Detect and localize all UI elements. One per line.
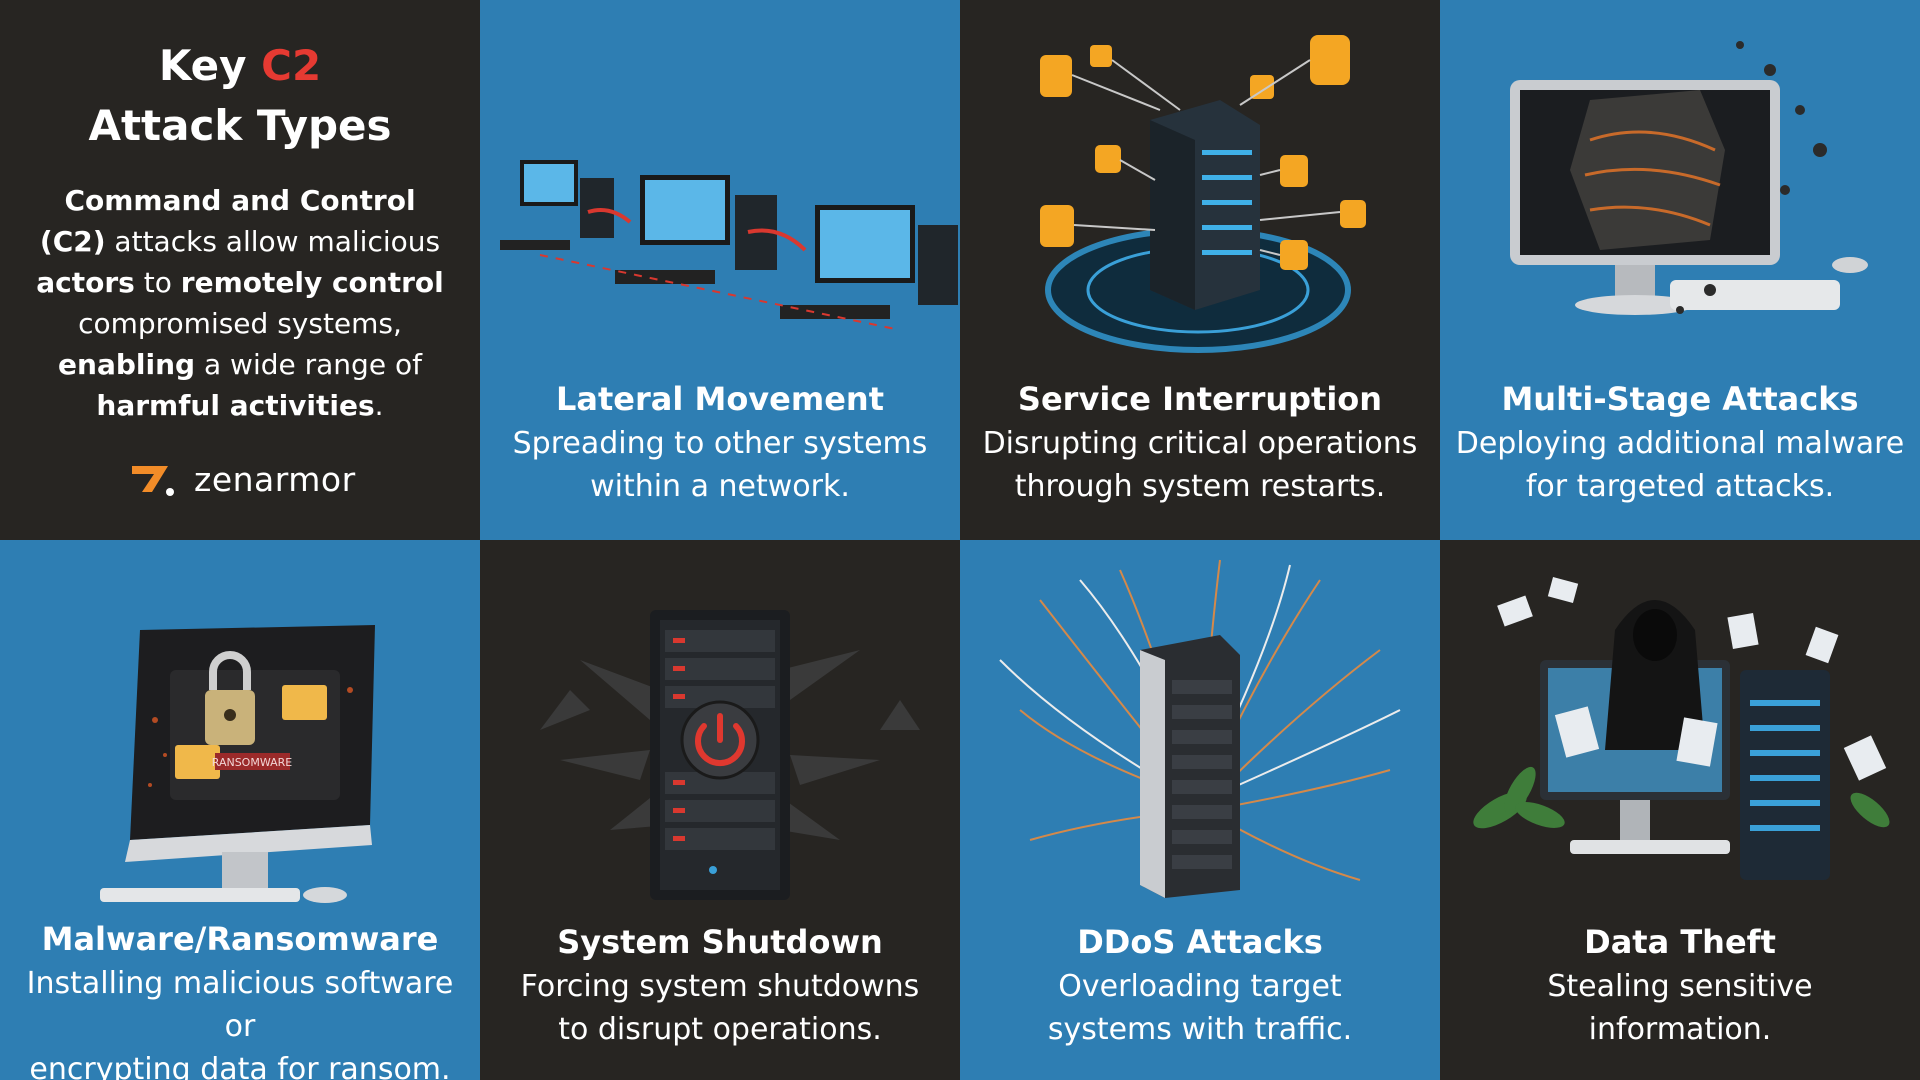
desc-line-1: Stealing sensitive <box>1547 969 1813 1004</box>
desc-line-2: systems with traffic. <box>1047 1012 1353 1047</box>
server-alerts-icon <box>1040 35 1366 353</box>
ransomware-badge: RANSOMWARE <box>212 756 293 769</box>
desc-line-2: encrypting data for ransom. <box>29 1052 451 1080</box>
intro-bold-3: remotely control <box>180 266 444 299</box>
networked-computers-icon <box>500 160 958 331</box>
title-prefix: Key <box>158 41 262 90</box>
intro-text-2: to <box>134 266 181 299</box>
intro-bold-1: Command and Control (C2) <box>39 184 416 258</box>
intro-bold-4: enabling <box>58 348 196 381</box>
intro-text-1: attacks allow malicious <box>105 225 441 258</box>
card-title: DDoS Attacks <box>1077 923 1323 961</box>
desc-line-1: Disrupting critical operations <box>982 426 1418 461</box>
intro-bold-5: harmful activities <box>96 389 375 422</box>
desc-line-2: through system restarts. <box>1014 469 1386 504</box>
card-title: Multi-Stage Attacks <box>1501 380 1859 418</box>
card-description: Forcing system shutdowns to disrupt oper… <box>490 965 950 1051</box>
card-description: Disrupting critical operations through s… <box>970 422 1430 508</box>
card-data-theft: Data Theft Stealing sensitive informatio… <box>1440 540 1920 1080</box>
card-description: Deploying additional malware for targete… <box>1450 422 1910 508</box>
card-title: System Shutdown <box>557 923 883 961</box>
card-title: Malware/Ransomware <box>41 920 439 958</box>
card-title: Data Theft <box>1584 923 1776 961</box>
intro-panel: Key C2 Attack Types Command and Control … <box>0 0 480 540</box>
card-malware-ransomware: RANSOMWARE Malware/Ransomware Installing… <box>0 540 480 1080</box>
page-title: Key C2 Attack Types <box>0 36 480 156</box>
desc-line-1: Installing malicious software or <box>26 966 454 1044</box>
logo-text: zenarmor <box>194 460 356 499</box>
desc-line-1: Forcing system shutdowns <box>520 969 920 1004</box>
server-power-icon <box>540 610 920 900</box>
ransomware-monitor-icon: RANSOMWARE <box>100 625 375 903</box>
card-title: Lateral Movement <box>556 380 884 418</box>
title-line2: Attack Types <box>88 101 392 150</box>
card-description: Installing malicious software or encrypt… <box>10 962 470 1080</box>
desc-line-2: within a network. <box>590 469 850 504</box>
desc-line-1: Deploying additional malware <box>1455 426 1905 461</box>
intro-text-4: a wide range of <box>195 348 422 381</box>
card-ddos-attacks: DDoS Attacks Overloading target systems … <box>960 540 1440 1080</box>
card-description: Overloading target systems with traffic. <box>970 965 1430 1051</box>
card-description: Spreading to other systems within a netw… <box>490 422 950 508</box>
card-title: Service Interruption <box>1017 380 1383 418</box>
card-description: Stealing sensitive information. <box>1450 965 1910 1051</box>
zenarmor-logo: zenarmor <box>130 458 370 502</box>
exploding-monitor-icon <box>1510 41 1868 315</box>
desc-line-1: Overloading target <box>1058 969 1342 1004</box>
desc-line-2: for targeted attacks. <box>1525 469 1835 504</box>
card-system-shutdown: System Shutdown Forcing system shutdowns… <box>480 540 960 1080</box>
desc-line-2: information. <box>1588 1012 1772 1047</box>
zenarmor-logo-mark-icon <box>132 466 174 496</box>
desc-line-2: to disrupt operations. <box>558 1012 882 1047</box>
title-accent: C2 <box>261 41 322 90</box>
card-service-interruption: Service Interruption Disrupting critical… <box>960 0 1440 540</box>
hacker-documents-icon <box>1473 576 1890 880</box>
desc-line-1: Spreading to other systems <box>512 426 928 461</box>
server-traffic-icon <box>999 559 1401 898</box>
intro-bold-2: actors <box>36 266 135 299</box>
intro-text-3: compromised systems, <box>78 307 402 340</box>
intro-description: Command and Control (C2) attacks allow m… <box>30 180 450 426</box>
card-multi-stage-attacks: Multi-Stage Attacks Deploying additional… <box>1440 0 1920 540</box>
intro-text-5: . <box>374 389 384 422</box>
card-lateral-movement: Lateral Movement Spreading to other syst… <box>480 0 960 540</box>
